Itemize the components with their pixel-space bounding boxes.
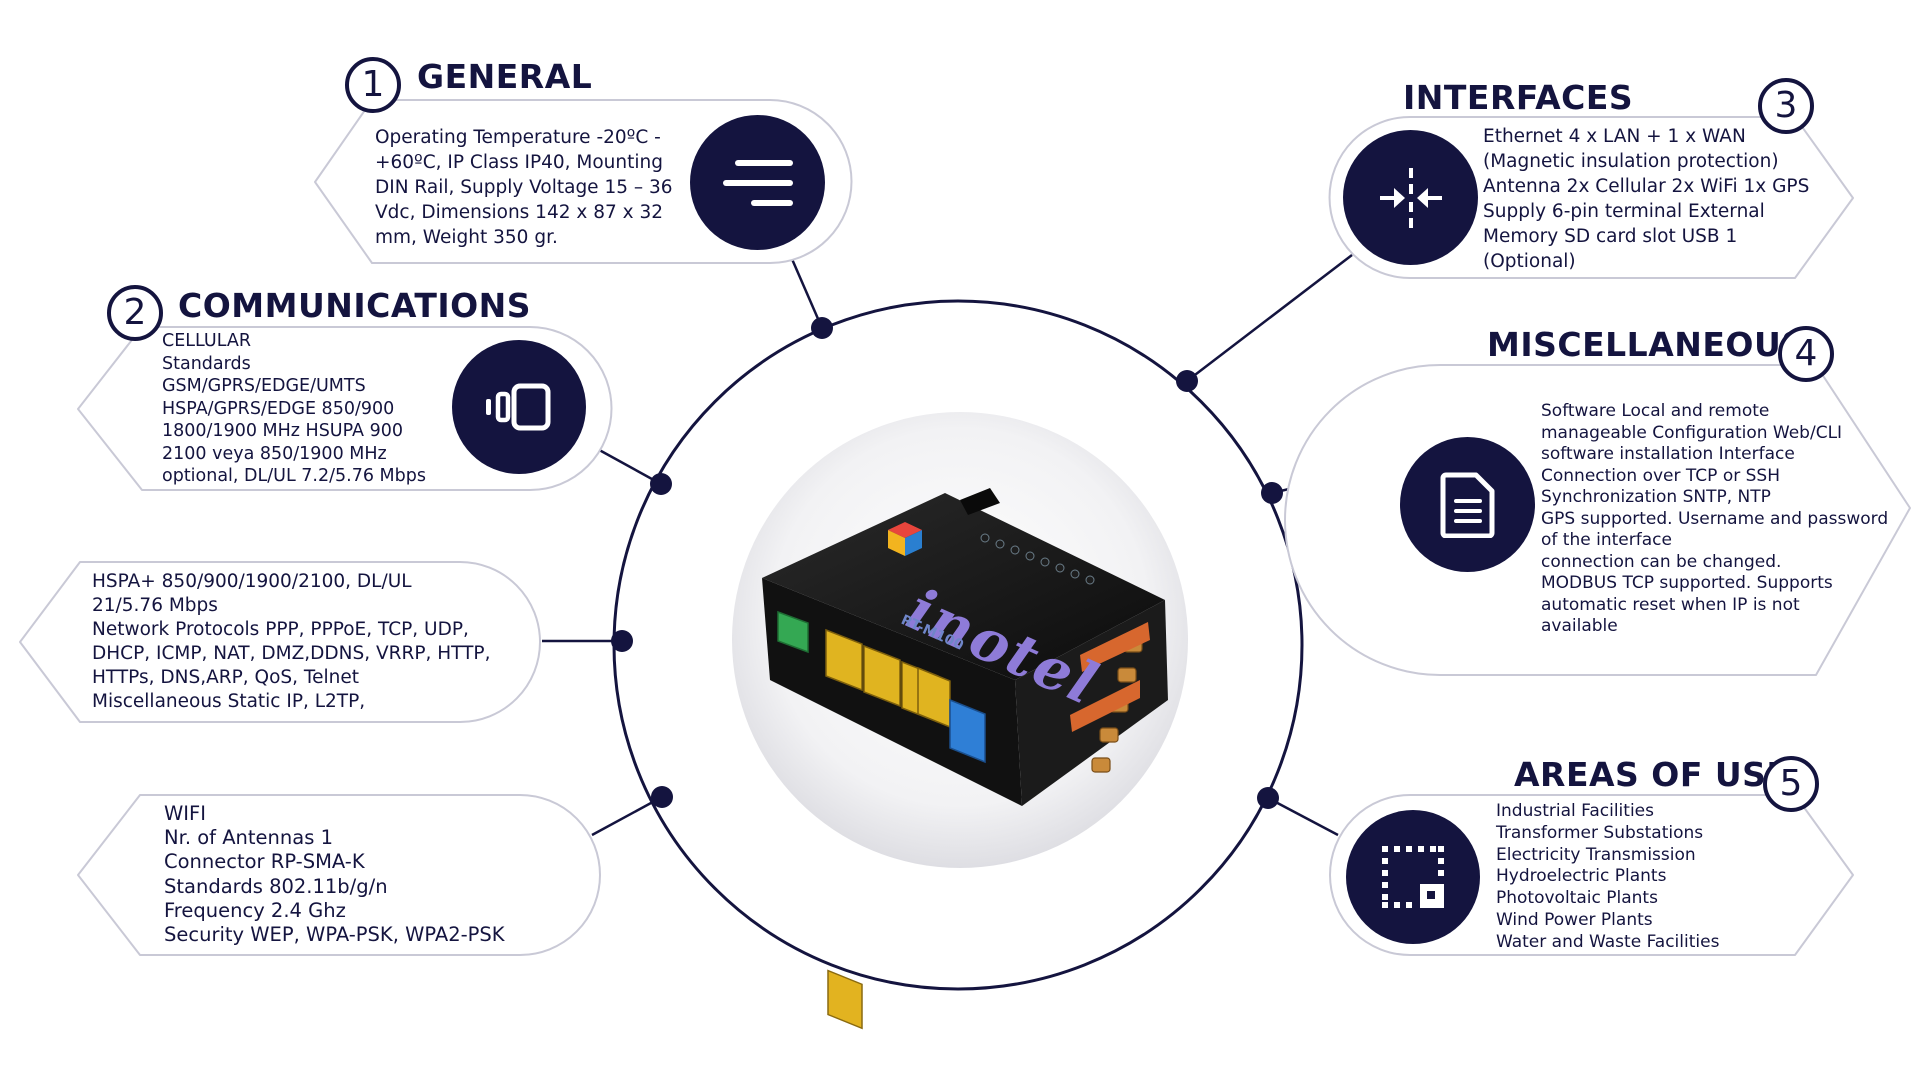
section-number-3: 3 <box>1758 78 1814 134</box>
mobile-devices-icon <box>486 383 551 431</box>
communications-text: CELLULAR Standards GSM/GPRS/EDGE/UMTS HS… <box>162 331 426 486</box>
interfaces-heading: INTERFACES <box>1403 78 1634 117</box>
communications-icon-circle <box>452 340 586 474</box>
general-text: Operating Temperature -20ºC - +60ºC, IP … <box>375 127 673 248</box>
section-number-2: 2 <box>107 285 163 341</box>
router-device-image <box>762 488 1168 1030</box>
miscellaneous-icon-circle <box>1400 437 1535 572</box>
miscellaneous-text: Software Local and remote manageable Con… <box>1541 401 1889 636</box>
general-icon-circle <box>690 115 825 250</box>
document-icon <box>1440 472 1494 538</box>
brand-logo-mark <box>888 522 922 556</box>
general-heading: GENERAL <box>417 57 593 96</box>
section-number-1: 1 <box>345 57 401 113</box>
areas-icon-circle <box>1346 810 1480 944</box>
select-area-icon <box>1382 846 1444 908</box>
section-number-4: 4 <box>1778 326 1834 382</box>
communications-heading: COMMUNICATIONS <box>178 286 532 325</box>
connector-dots <box>611 317 1283 809</box>
compress-arrows-icon <box>1379 167 1442 228</box>
section-number-5: 5 <box>1763 756 1819 812</box>
wifi-text: WIFI Nr. of Antennas 1 Connector RP-SMA-… <box>164 802 505 947</box>
network-text: HSPA+ 850/900/1900/2100, DL/UL 21/5.76 M… <box>92 571 491 712</box>
miscellaneous-heading: MISCELLANEOUS <box>1487 325 1806 364</box>
interfaces-text: Ethernet 4 x LAN + 1 x WAN (Magnetic ins… <box>1483 126 1810 272</box>
areas-text: Industrial Facilities Transformer Substa… <box>1496 801 1720 952</box>
interfaces-icon-circle <box>1343 130 1478 265</box>
areas-heading: AREAS OF USE <box>1514 755 1790 794</box>
menu-lines-icon <box>722 159 793 206</box>
